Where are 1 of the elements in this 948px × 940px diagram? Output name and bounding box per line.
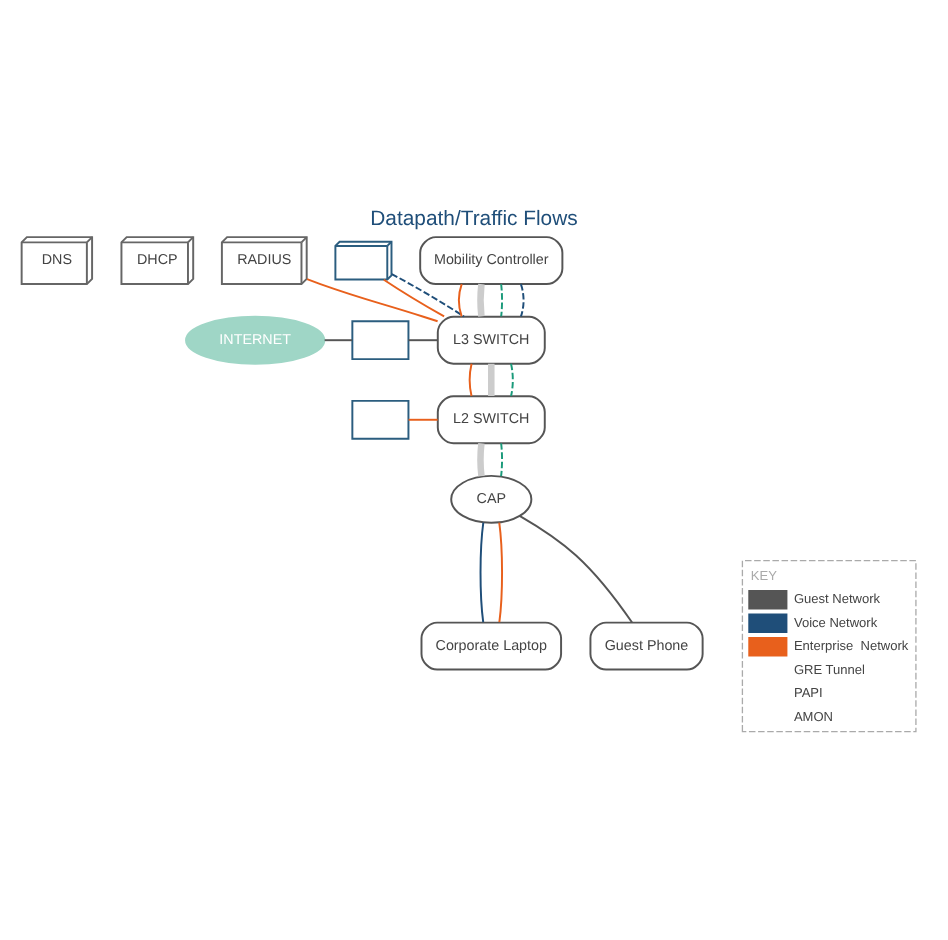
diagram-title: Datapath/Traffic Flows xyxy=(370,209,578,232)
